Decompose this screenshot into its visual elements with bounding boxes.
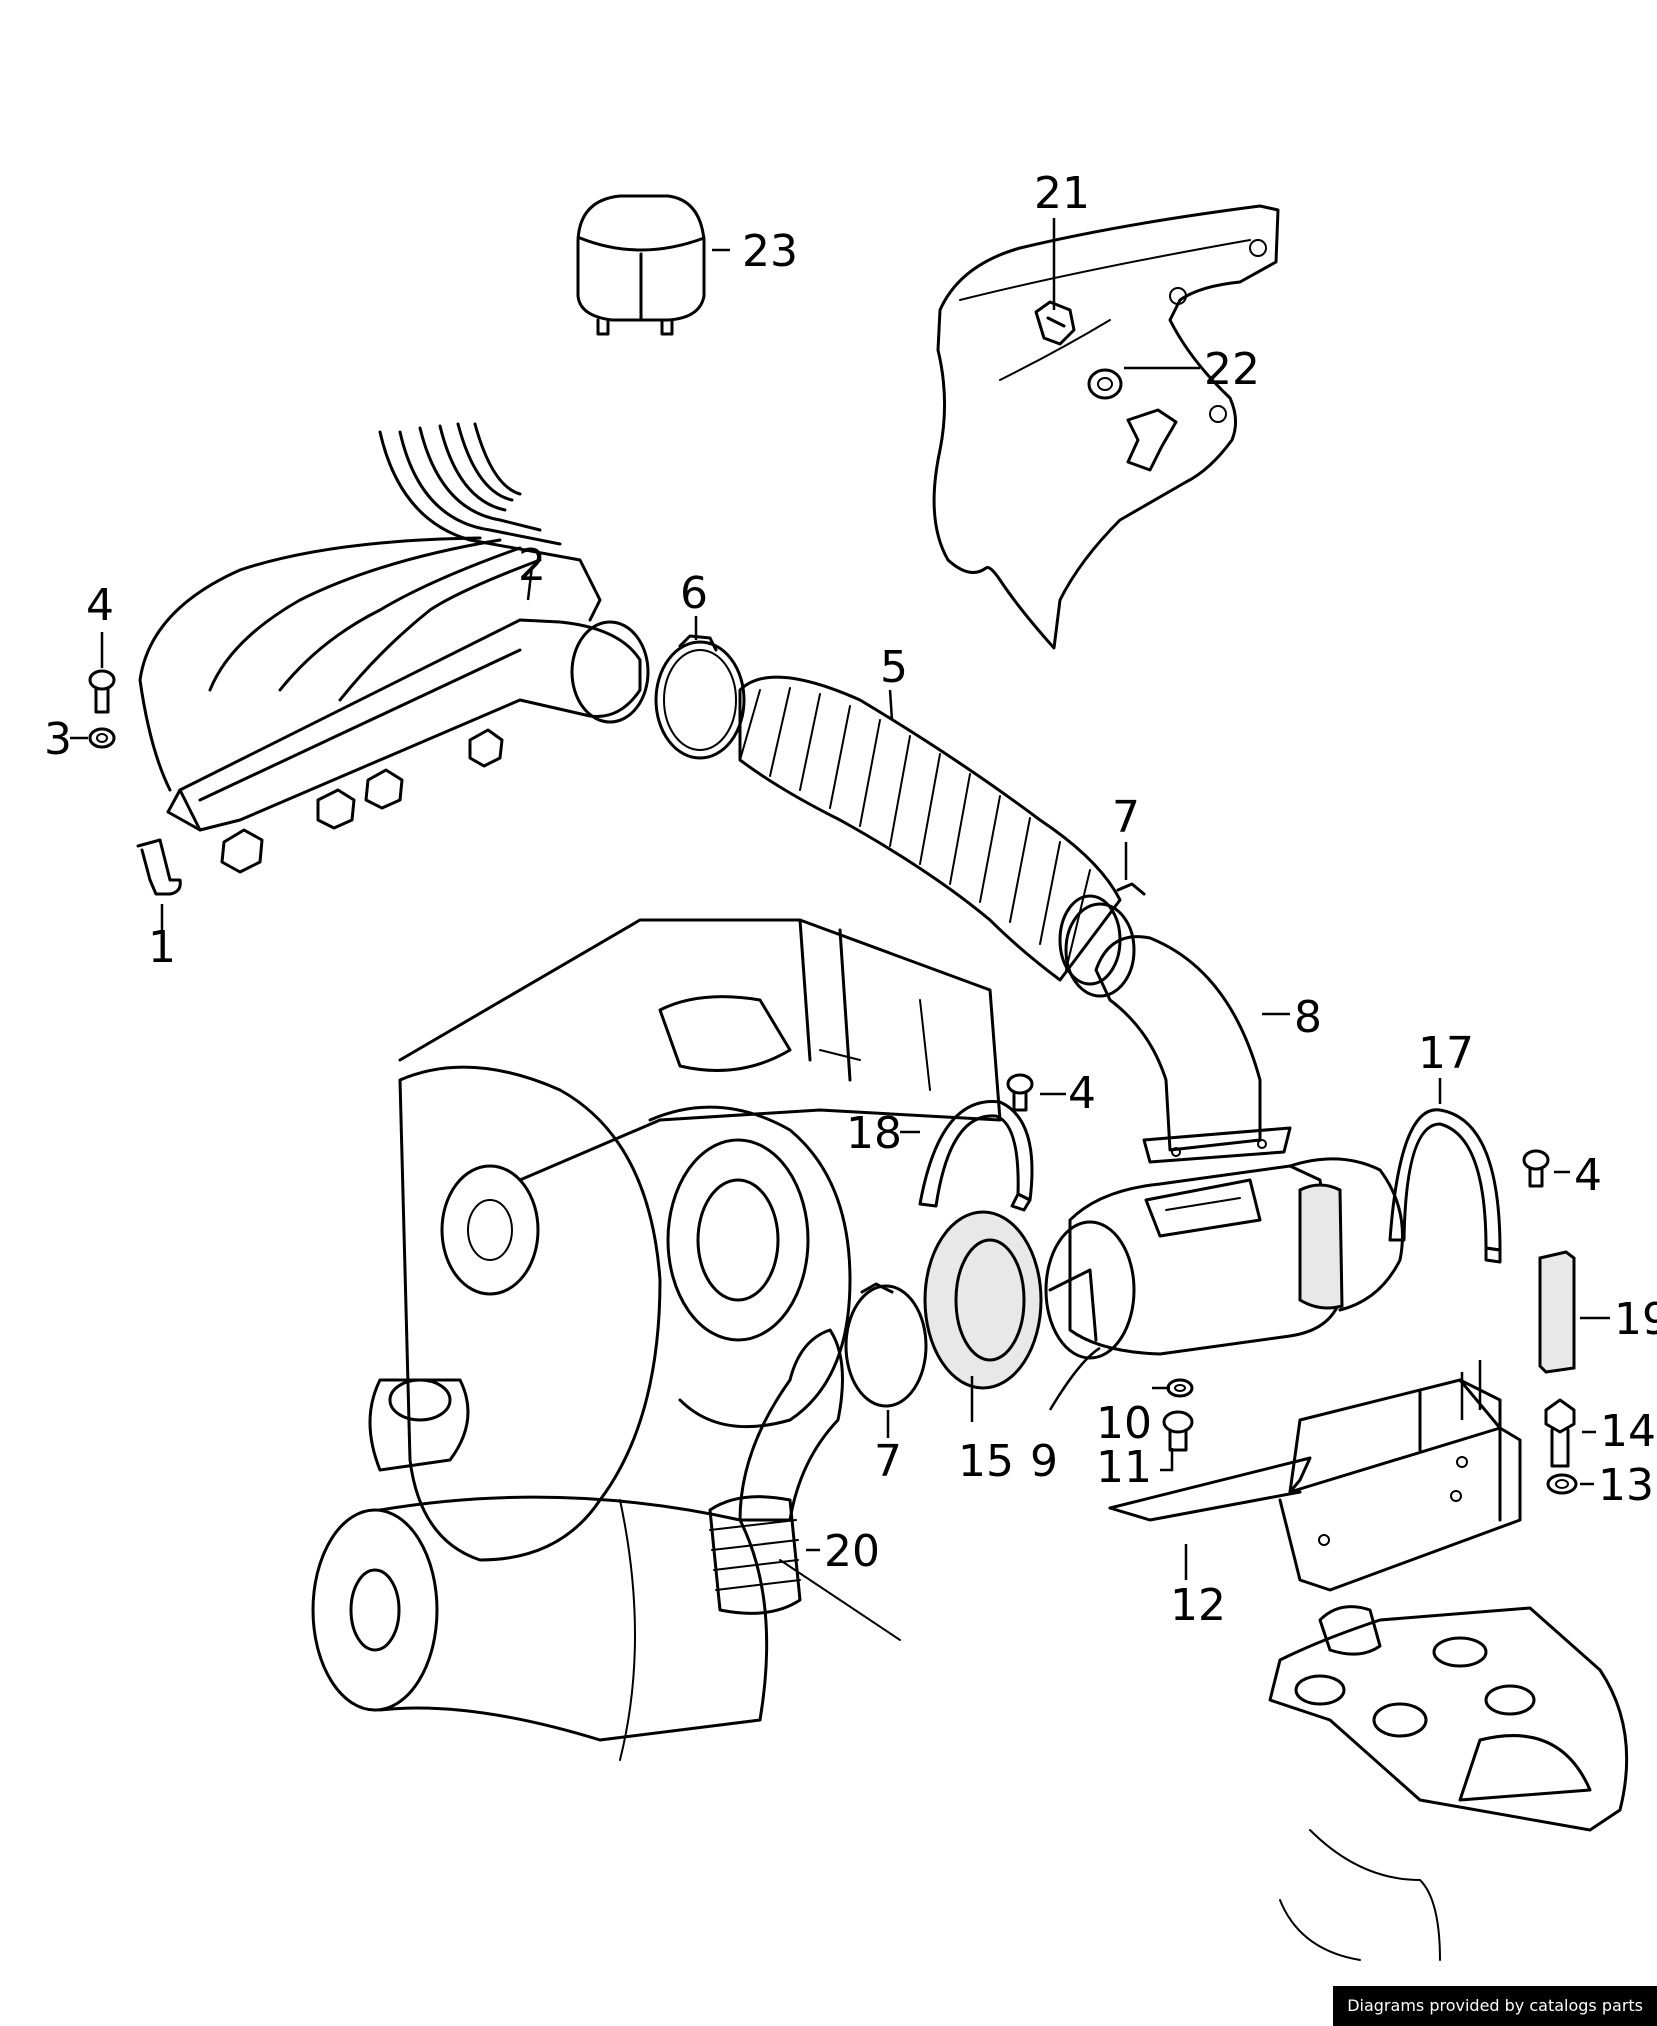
part-4-bolt-right (1522, 1149, 1550, 1188)
part-11-bolt (1162, 1410, 1194, 1452)
callout-23: 23 (742, 226, 798, 277)
callout-5: 5 (880, 642, 908, 693)
part-5-corrugated-hose (738, 675, 1122, 986)
callout-2: 2 (518, 540, 546, 591)
callout-19: 19 (1614, 1294, 1657, 1345)
part-20-intake-hose (708, 1328, 844, 1615)
part-7-hose-clamp-lower (844, 1282, 928, 1408)
part-6-hose-clamp (654, 634, 746, 760)
part-9-air-flow-meter (1044, 1157, 1404, 1360)
callout-14: 14 (1600, 1406, 1656, 1457)
callout-18: 18 (846, 1108, 902, 1159)
part-2-intake-distributor (138, 422, 650, 874)
callout-11: 11 (1096, 1442, 1152, 1493)
callout-10: 10 (1096, 1398, 1152, 1449)
part-8-elbow (1094, 935, 1292, 1164)
callout-8: 8 (1294, 992, 1322, 1043)
part-4-bolt-mid (1006, 1073, 1034, 1112)
callout-13: 13 (1598, 1460, 1654, 1511)
leader-lines (70, 218, 1610, 1580)
part-23-relay (576, 194, 706, 336)
callout-12: 12 (1170, 1580, 1226, 1631)
callout-4a: 4 (86, 580, 114, 631)
subframe (1268, 1605, 1629, 1961)
callout-15: 15 (958, 1436, 1014, 1487)
part-19-foam-pad (1538, 1250, 1576, 1374)
engine-block (311, 918, 1002, 1761)
callout-21: 21 (1034, 168, 1090, 219)
callout-7a: 7 (1112, 792, 1140, 843)
callout-20: 20 (824, 1526, 880, 1577)
callout-7b: 7 (874, 1436, 902, 1487)
part-18-strap (918, 1099, 1034, 1212)
callout-labels: 1 2 3 4 4 4 5 6 7 7 8 9 10 11 12 13 14 1… (44, 168, 1657, 1631)
callout-17: 17 (1418, 1028, 1474, 1079)
part-4-bolt (88, 669, 116, 714)
part-14-bolt (1544, 1398, 1576, 1468)
part-17-strap (1388, 1108, 1502, 1264)
part-heat-shield (932, 204, 1280, 650)
callout-9: 9 (1030, 1436, 1058, 1487)
credit-banner: Diagrams provided by catalogs parts (1333, 1986, 1657, 2026)
callout-3: 3 (44, 714, 72, 765)
callout-1: 1 (148, 922, 176, 973)
part-12-mounting-bracket (1108, 1378, 1522, 1592)
part-7-hose-clamp (1064, 882, 1146, 998)
part-3-washer (88, 727, 116, 749)
part-15-seal (923, 1210, 1043, 1390)
part-1-bracket (136, 838, 182, 896)
part-13-washer (1546, 1473, 1578, 1495)
part-10-washer (1166, 1378, 1194, 1398)
callout-4b: 4 (1068, 1068, 1096, 1119)
callout-4c: 4 (1574, 1150, 1602, 1201)
callout-22: 22 (1204, 344, 1260, 395)
callout-6: 6 (680, 568, 708, 619)
